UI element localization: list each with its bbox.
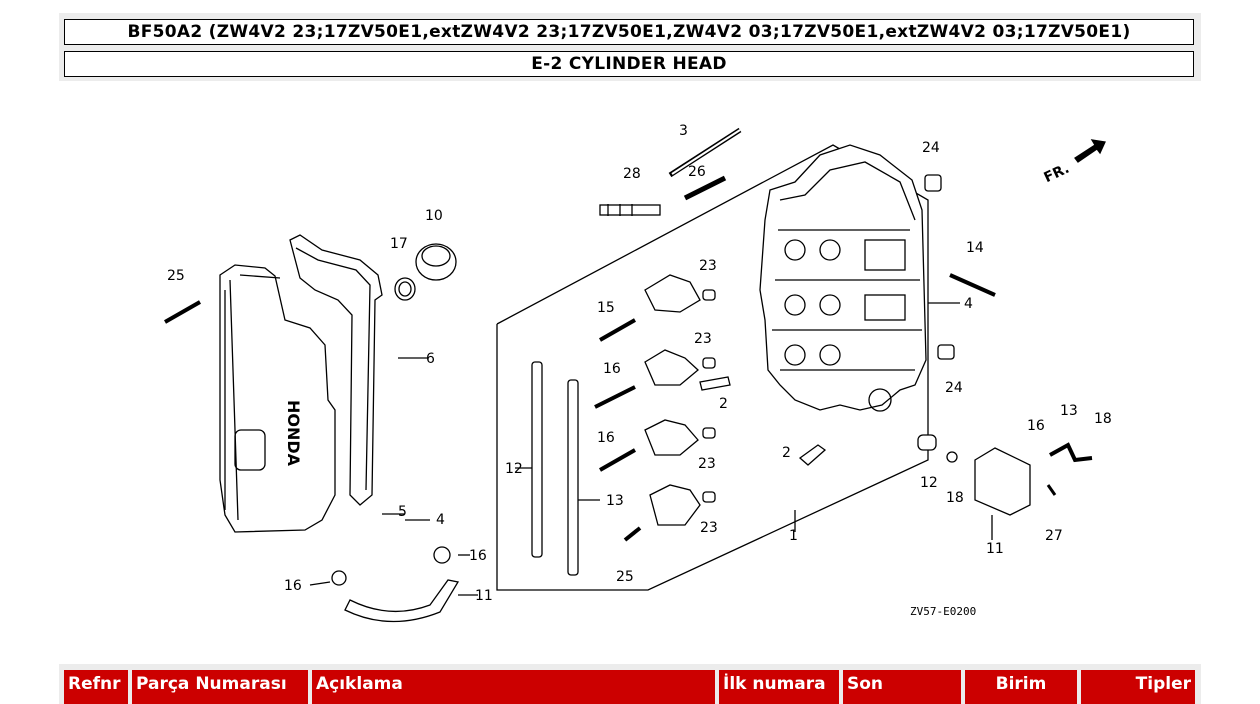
callout-17: 16 [284, 578, 302, 594]
callout-14: 13 [1060, 403, 1078, 419]
bolt-16b [594, 385, 636, 409]
col-part-number[interactable]: Parça Numarası [132, 670, 308, 704]
callout-11: 10 [425, 208, 443, 224]
callout-23c: 23 [698, 456, 716, 472]
cam-holder-c [644, 419, 699, 456]
fuel-pump [974, 447, 1031, 516]
bolt-26 [683, 175, 727, 201]
group-bracket-1 [496, 144, 929, 591]
callout-6: 5 [398, 504, 407, 520]
callout-2a: 2 [719, 396, 728, 412]
callout-24b: 24 [945, 380, 963, 396]
callout-21: 17 [390, 236, 408, 252]
callout-27: 27 [1045, 528, 1063, 544]
callout-3: 3 [679, 123, 688, 139]
bushing-24b [937, 344, 955, 360]
callout-16a: 15 [597, 300, 615, 316]
head-cover [219, 264, 336, 533]
col-description[interactable]: Açıklama [312, 670, 715, 704]
callout-28: 28 [623, 166, 641, 182]
oil-filler-cap [415, 243, 457, 281]
callout-25b: 25 [616, 569, 634, 585]
callout-23a: 23 [699, 258, 717, 274]
stud-15 [949, 273, 996, 297]
shaft-9 [531, 361, 543, 558]
callout-24a: 24 [922, 140, 940, 156]
honda-brand: HONDA [284, 400, 303, 467]
callout-13: 12 [920, 475, 938, 491]
parts-diagram: 3 26 28 24 14 4 24 10 17 25 6 5 4 16 16 … [164, 123, 1112, 623]
parts-table: Refnr Parça Numarası Açıklama İlk numara… [59, 664, 1201, 704]
cam-holder-b [644, 349, 699, 386]
tube-14 [1049, 442, 1093, 463]
callout-16b: 16 [603, 361, 621, 377]
gasket-22 [946, 451, 958, 463]
bushing-24a [924, 174, 942, 192]
spark-plug [599, 204, 661, 216]
fr-label: FR. [1042, 161, 1072, 186]
col-last[interactable]: Son [843, 670, 961, 704]
callout-8: 13 [606, 493, 624, 509]
pin-2a [699, 376, 731, 391]
callout-26: 26 [688, 164, 706, 180]
cam-holder-a [644, 274, 701, 313]
model-title: BF50A2 (ZW4V2 23;17ZV50E1,extZW4V2 23;17… [64, 19, 1194, 45]
clamp-20 [433, 546, 451, 564]
col-first-number[interactable]: İlk numara [719, 670, 839, 704]
bolt-25b [164, 300, 201, 324]
callout-10: 11 [475, 588, 493, 604]
bolt-25a [623, 526, 642, 542]
pin-2b [798, 444, 827, 466]
callout-4: 4 [964, 296, 973, 312]
insulator-13 [917, 434, 937, 451]
col-types[interactable]: Tipler [1081, 670, 1195, 704]
cylinder-head [759, 144, 927, 411]
callout-2b: 2 [782, 445, 791, 461]
filler-seal [394, 277, 416, 301]
callout-22: 18 [946, 490, 964, 506]
callout-9: 12 [505, 461, 523, 477]
callout-12: 11 [986, 541, 1004, 557]
bolt-16c [599, 448, 636, 472]
callout-20: 16 [469, 548, 487, 564]
shaft-8 [567, 379, 579, 576]
bolt-27 [1046, 484, 1057, 496]
callout-15: 14 [966, 240, 984, 256]
callout-1: 1 [789, 528, 798, 544]
cam-holder-d [649, 484, 701, 526]
header-panel: BF50A2 (ZW4V2 23;17ZV50E1,extZW4V2 23;17… [59, 13, 1201, 81]
callout-23b: 23 [694, 331, 712, 347]
callout-7: 6 [426, 351, 435, 367]
fr-arrow [1074, 139, 1106, 163]
bolt-16a [599, 318, 636, 342]
col-refnr[interactable]: Refnr [64, 670, 128, 704]
callout-16c: 16 [597, 430, 615, 446]
callout-25a: 25 [167, 268, 185, 284]
section-title: E-2 CYLINDER HEAD [64, 51, 1194, 77]
head-cover-gasket [289, 234, 383, 506]
clamp-17 [331, 570, 347, 586]
callout-23d: 23 [700, 520, 718, 536]
callout-5: 4 [436, 512, 445, 528]
callout-19: 18 [1094, 411, 1112, 427]
drawing-code: ZV57-E0200 [910, 605, 976, 618]
col-unit[interactable]: Birim [965, 670, 1077, 704]
callout-18: 16 [1027, 418, 1045, 434]
hose-10 [344, 579, 460, 623]
